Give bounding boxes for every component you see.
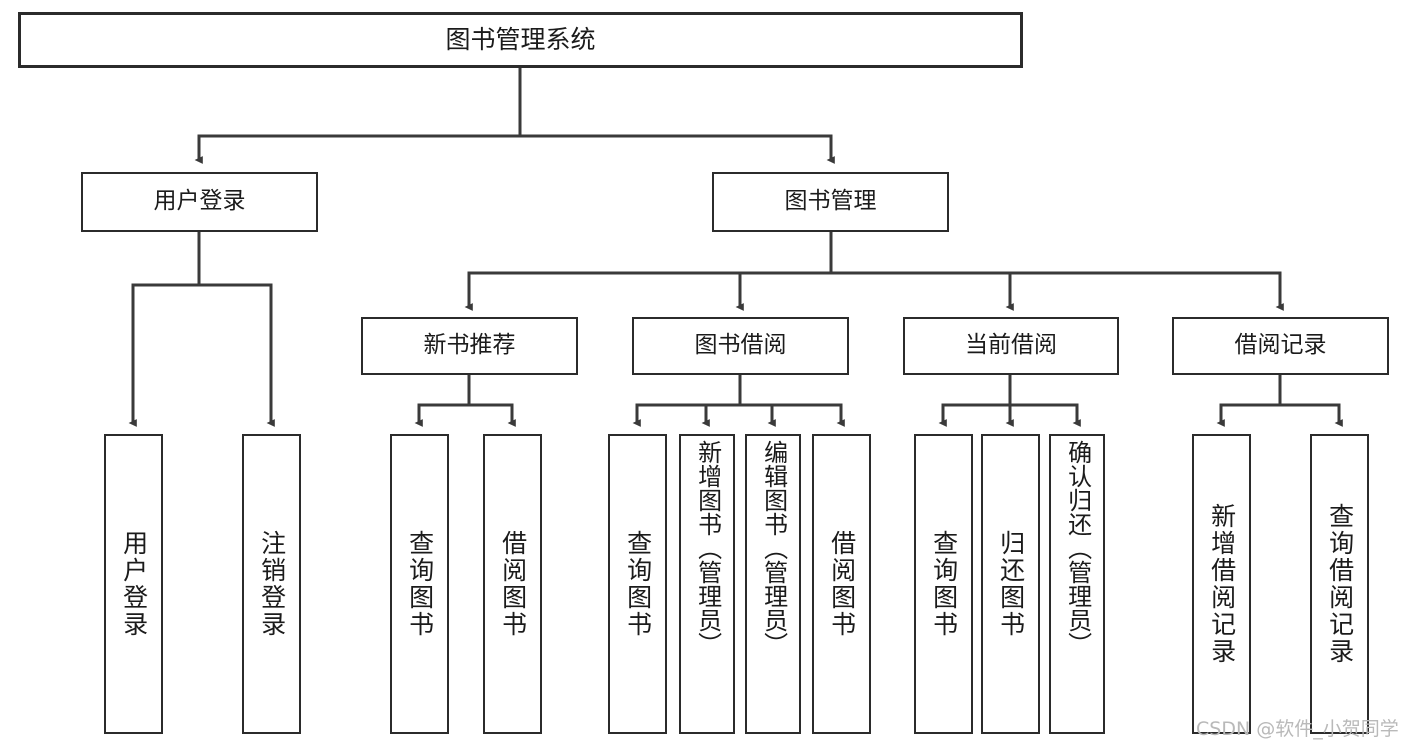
csdn-watermark: CSDN @软件_小贺同学 xyxy=(1196,718,1399,740)
node-label: 新书推荐 xyxy=(423,332,516,359)
node-label: 归还图书 xyxy=(996,530,1026,638)
node-root-book-management-system[interactable]: 图书管理系统 xyxy=(18,12,1023,68)
node-label: 新增借阅记录 xyxy=(1207,503,1237,665)
node-label: 查询图书 xyxy=(623,530,653,638)
node-label: 图书借阅 xyxy=(694,332,787,359)
node-label: 借阅图书 xyxy=(827,530,857,638)
node-label: 查询图书 xyxy=(929,530,959,638)
node-label: 查询借阅记录 xyxy=(1325,503,1355,665)
node-user-login[interactable]: 用户登录 xyxy=(81,172,318,232)
node-book-borrow[interactable]: 图书借阅 xyxy=(632,317,849,375)
leaf-book-borrow-borrow-book[interactable]: 借阅图书 xyxy=(812,434,871,734)
node-label: 确认归还（管理员） xyxy=(1063,440,1092,656)
node-label: 借阅记录 xyxy=(1234,332,1327,359)
node-label: 当前借阅 xyxy=(965,332,1057,359)
node-label: 图书管理 xyxy=(784,188,877,215)
node-label: 查询图书 xyxy=(405,530,435,638)
node-current-borrow[interactable]: 当前借阅 xyxy=(903,317,1119,375)
leaf-user-login-logout[interactable]: 注销登录 xyxy=(242,434,301,734)
node-label: 借阅图书 xyxy=(498,530,528,638)
leaf-new-book-borrow-book[interactable]: 借阅图书 xyxy=(483,434,542,734)
node-label: 用户登录 xyxy=(153,188,246,215)
leaf-new-book-query-book[interactable]: 查询图书 xyxy=(390,434,449,734)
leaf-book-borrow-edit-book-admin[interactable]: 编辑图书（管理员） xyxy=(745,434,801,734)
leaf-current-borrow-query-book[interactable]: 查询图书 xyxy=(914,434,973,734)
leaf-current-borrow-return-book[interactable]: 归还图书 xyxy=(981,434,1040,734)
node-new-book-recommend[interactable]: 新书推荐 xyxy=(361,317,578,375)
node-label: 图书管理系统 xyxy=(445,25,596,54)
leaf-borrow-record-add-record[interactable]: 新增借阅记录 xyxy=(1192,434,1251,734)
node-label: 新增图书（管理员） xyxy=(693,440,722,656)
leaf-book-borrow-query-book[interactable]: 查询图书 xyxy=(608,434,667,734)
leaf-borrow-record-query-record[interactable]: 查询借阅记录 xyxy=(1310,434,1369,734)
node-label: 用户登录 xyxy=(119,530,149,638)
node-book-management[interactable]: 图书管理 xyxy=(712,172,949,232)
leaf-user-login-login[interactable]: 用户登录 xyxy=(104,434,163,734)
node-label: 编辑图书（管理员） xyxy=(759,440,788,656)
node-borrow-record[interactable]: 借阅记录 xyxy=(1172,317,1389,375)
node-label: 注销登录 xyxy=(257,530,287,638)
leaf-book-borrow-add-book-admin[interactable]: 新增图书（管理员） xyxy=(679,434,735,734)
leaf-current-borrow-confirm-return-admin[interactable]: 确认归还（管理员） xyxy=(1049,434,1105,734)
